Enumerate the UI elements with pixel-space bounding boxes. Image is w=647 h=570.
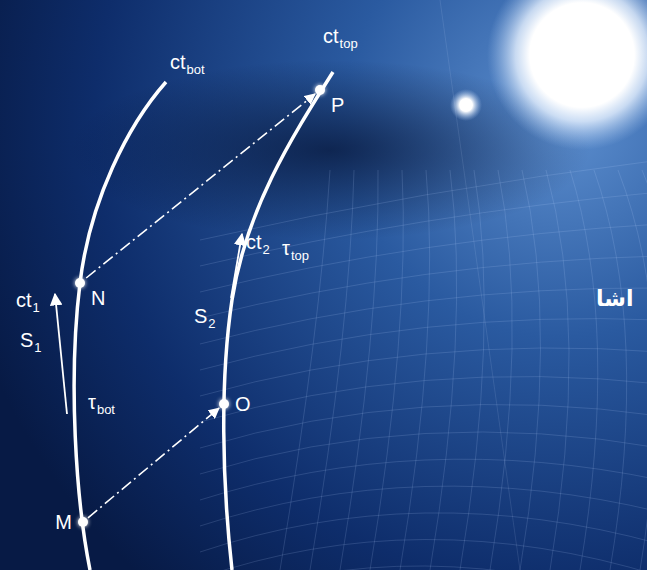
- grid-line: [430, 170, 457, 570]
- event-point: N: [75, 278, 105, 308]
- grid-line: [546, 170, 569, 570]
- subscript: bot: [187, 63, 205, 76]
- event-dot: [315, 85, 325, 95]
- event-label: N: [91, 288, 105, 308]
- cropped-text: اشا: [596, 288, 633, 310]
- grid-line: [340, 170, 378, 570]
- event-label: P: [331, 95, 344, 115]
- grid-line: [570, 170, 598, 570]
- subscript: 1: [33, 301, 40, 314]
- tangent-arrow: [231, 234, 242, 298]
- worldline-bottom: [74, 82, 166, 570]
- spacetime-grid: [200, 160, 647, 570]
- grid-line: [200, 459, 647, 500]
- grid-line: [520, 170, 541, 570]
- grid-line: [200, 256, 647, 318]
- subscript: 2: [263, 243, 270, 256]
- axis-label: ct: [170, 52, 186, 72]
- light-signal: [88, 408, 219, 518]
- grid-line: [642, 170, 647, 570]
- grid-line: [200, 224, 647, 292]
- grid-line: [400, 170, 430, 570]
- event-point: M: [55, 512, 88, 532]
- grid-line: [200, 192, 647, 266]
- worldline-top: [224, 72, 333, 570]
- proper-time-label: τ: [282, 238, 290, 258]
- subscript: top: [340, 37, 358, 50]
- subscript: 2: [208, 317, 215, 330]
- event-dot: [78, 517, 88, 527]
- grid-line: [618, 170, 647, 570]
- light-signal: [86, 94, 315, 278]
- tangent-arrow: [55, 294, 67, 414]
- grid-line: [594, 170, 627, 570]
- axis-label: ct: [246, 232, 262, 252]
- sun-glow: [487, 0, 647, 150]
- grid-line: [310, 170, 354, 570]
- grid-line: [280, 170, 330, 570]
- signal-label: S: [194, 306, 207, 326]
- subscript: 1: [34, 341, 41, 354]
- grid-line: [200, 513, 647, 552]
- grid-line: [200, 319, 647, 370]
- signal-label: S: [20, 330, 33, 350]
- event-label: O: [235, 394, 251, 414]
- axis-label: ct: [323, 26, 339, 46]
- grid-line: [200, 404, 647, 448]
- grid-line: [200, 376, 647, 422]
- event-label: M: [55, 512, 72, 532]
- small-star: [450, 89, 482, 121]
- subscript: top: [291, 249, 309, 262]
- event-point: O: [219, 394, 251, 414]
- grid-line: [200, 288, 647, 344]
- axis-label: ct: [16, 290, 32, 310]
- grid-line: [370, 170, 403, 570]
- event-dot: [75, 278, 85, 288]
- event-dot: [219, 399, 229, 409]
- event-point: P: [315, 85, 344, 115]
- proper-time-label: τ: [88, 392, 96, 412]
- grid-line: [200, 539, 647, 570]
- grid-line: [200, 432, 647, 474]
- grid-line: [490, 170, 512, 570]
- subscript: bot: [97, 403, 115, 416]
- grid-line: [200, 486, 647, 526]
